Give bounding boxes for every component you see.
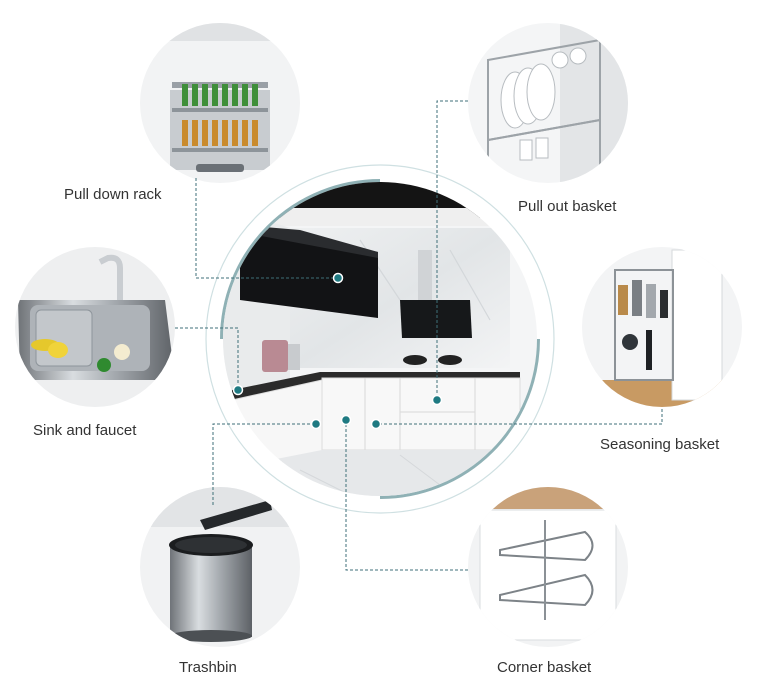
pull-out-basket-image bbox=[468, 23, 628, 183]
dot-corner-basket bbox=[340, 414, 352, 426]
label-pull-out-basket: Pull out basket bbox=[518, 198, 617, 215]
trashbin-image bbox=[140, 487, 300, 647]
connector-pull-out-basket bbox=[436, 100, 468, 400]
dot-pull-down-rack bbox=[332, 272, 344, 284]
dot-sink-faucet bbox=[232, 384, 244, 396]
label-pull-down-rack: Pull down rack bbox=[64, 186, 162, 203]
dot-trashbin bbox=[310, 418, 322, 430]
connector-lines bbox=[175, 100, 663, 571]
dot-pull-out-basket bbox=[431, 394, 443, 406]
label-corner-basket: Corner basket bbox=[497, 659, 592, 676]
label-sink-and-faucet: Sink and faucet bbox=[33, 422, 137, 439]
sink-faucet-image bbox=[15, 247, 175, 407]
dot-seasoning-basket bbox=[370, 418, 382, 430]
connector-dots bbox=[232, 272, 443, 430]
pull-down-rack-image bbox=[140, 23, 300, 183]
connector-pull-down-rack bbox=[195, 178, 338, 279]
connector-corner-basket bbox=[345, 420, 468, 571]
corner-basket-image bbox=[468, 487, 628, 647]
kitchen-scene-image bbox=[223, 182, 537, 496]
connector-seasoning-basket bbox=[376, 409, 663, 425]
connector-sink-faucet bbox=[175, 327, 239, 390]
label-seasoning-basket: Seasoning basket bbox=[600, 436, 720, 453]
seasoning-basket-image bbox=[582, 247, 742, 407]
label-trashbin: Trashbin bbox=[179, 659, 237, 676]
connector-trashbin bbox=[212, 423, 316, 505]
